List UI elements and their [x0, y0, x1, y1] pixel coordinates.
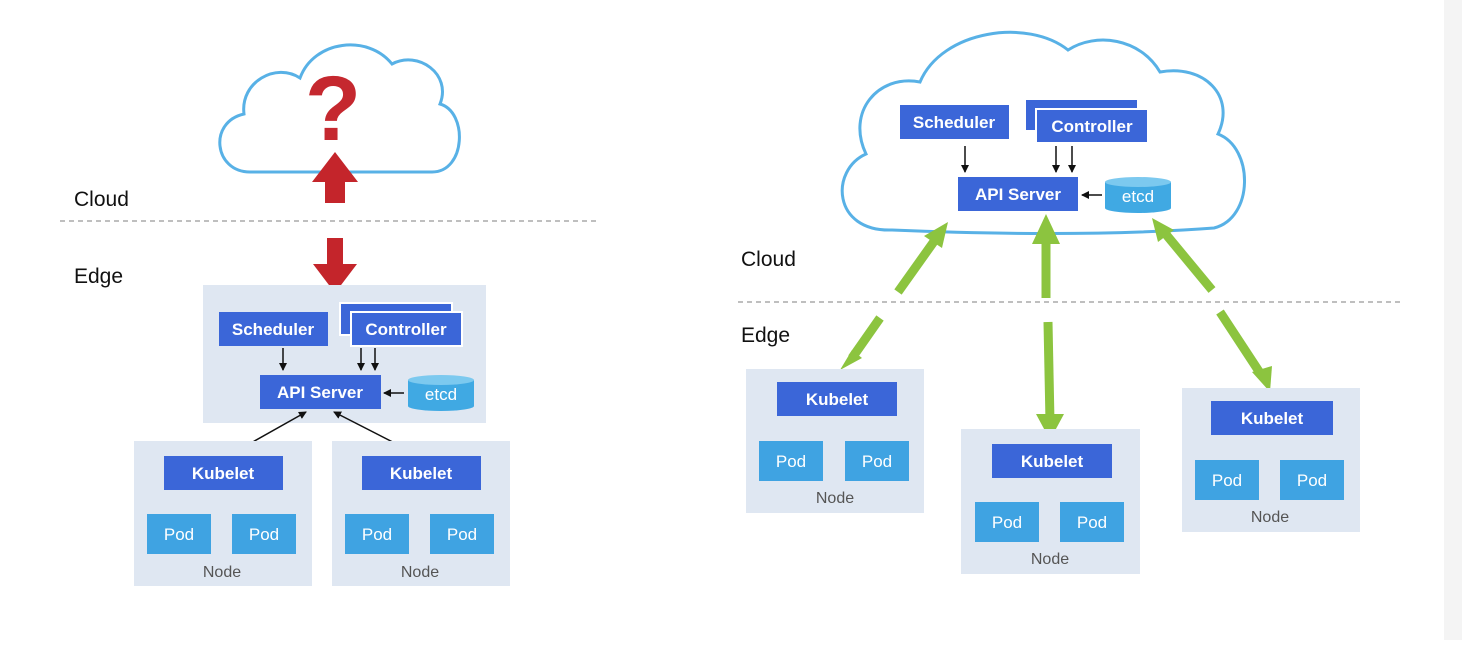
right-pod-label-2a: Pod [992, 513, 1022, 532]
right-pod-label-1a: Pod [776, 452, 806, 471]
right-kubelet-box-2 [992, 444, 1112, 478]
left-pod-label-1a: Pod [164, 525, 194, 544]
right-green-arrowheads [840, 214, 1272, 440]
right-kubelet-box-1 [777, 382, 897, 416]
left-node-label-2: Node [401, 564, 439, 581]
left-etcd-icon [408, 375, 474, 411]
left-edge-label: Edge [74, 265, 123, 288]
left-node-label-1: Node [203, 564, 241, 581]
left-kubelet-label-2: Kubelet [390, 464, 453, 483]
left-cloud-icon [218, 43, 461, 174]
left-cloud-label: Cloud [74, 188, 129, 211]
right-pod-label-3b: Pod [1297, 471, 1327, 490]
left-kubelet-box-1 [164, 456, 283, 490]
right-etcd-icon [1105, 177, 1171, 213]
left-kubelet-box-2 [362, 456, 481, 490]
right-pod-label-1b: Pod [862, 452, 892, 471]
right-pod-label-2b: Pod [1077, 513, 1107, 532]
left-scheduler-label: Scheduler [232, 320, 315, 339]
right-kubelet-box-3 [1211, 401, 1333, 435]
left-pod-box-1b [232, 514, 296, 554]
right-node-label-3: Node [1251, 509, 1289, 526]
right-pod-box-2b [1060, 502, 1124, 542]
left-api-server-label: API Server [277, 383, 363, 402]
left-pod-label-2a: Pod [362, 525, 392, 544]
left-controller-label: Controller [365, 320, 447, 339]
left-etcd-label: etcd [425, 385, 457, 404]
right-diagram: Scheduler Controller API Server etcd Clo… [738, 30, 1400, 574]
right-node-label-1: Node [816, 490, 854, 507]
right-scheduler-label: Scheduler [913, 113, 996, 132]
left-pod-label-2b: Pod [447, 525, 477, 544]
right-pod-label-3a: Pod [1212, 471, 1242, 490]
right-kubelet-label-1: Kubelet [806, 390, 869, 409]
left-api-server-box [260, 375, 381, 409]
left-pod-box-1a [147, 514, 211, 554]
right-cloud-label: Cloud [741, 248, 796, 271]
right-node-label-2: Node [1031, 551, 1069, 568]
right-pod-box-1a [759, 441, 823, 481]
right-api-server-label: API Server [975, 185, 1061, 204]
page-scrollbar-strip [1444, 0, 1462, 640]
right-pod-box-3b [1280, 460, 1344, 500]
left-diagram: ? Cloud Edge Scheduler Controller API Se… [60, 43, 596, 586]
left-pod-box-2b [430, 514, 494, 554]
left-kubelet-label-1: Kubelet [192, 464, 255, 483]
left-pod-label-1b: Pod [249, 525, 279, 544]
right-scheduler-box [900, 105, 1009, 139]
right-pod-box-1b [845, 441, 909, 481]
right-controller-box [1035, 108, 1149, 144]
right-controller-label: Controller [1051, 117, 1133, 136]
right-kubelet-label-2: Kubelet [1021, 452, 1084, 471]
question-mark-icon: ? [305, 58, 361, 160]
right-pod-box-2a [975, 502, 1039, 542]
right-pod-box-3a [1195, 460, 1259, 500]
left-red-arrow [312, 152, 358, 293]
right-api-server-box [958, 177, 1078, 211]
left-pod-box-2a [345, 514, 409, 554]
right-control-arrows [961, 146, 1102, 199]
right-edge-label: Edge [741, 324, 790, 347]
right-kubelet-label-3: Kubelet [1241, 409, 1304, 428]
left-controller-box [350, 311, 463, 347]
right-etcd-label: etcd [1122, 187, 1154, 206]
left-scheduler-box [219, 312, 328, 346]
